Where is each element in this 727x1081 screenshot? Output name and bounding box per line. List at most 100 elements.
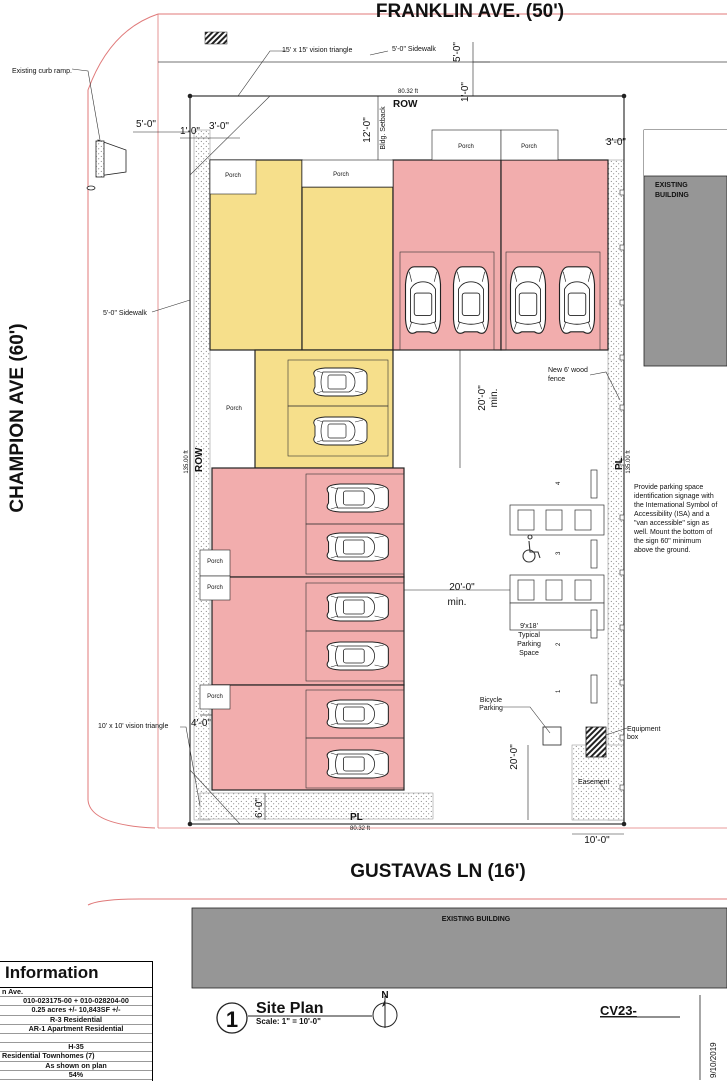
signage-note-line: above the ground. (634, 547, 690, 554)
sidewalk-southeast (571, 744, 625, 821)
typical-parking-note: 9'x18' Typical Parking Space (517, 623, 541, 657)
dimension-north-row: 1'-0" (460, 82, 471, 102)
pl-label-east: PL (614, 457, 625, 470)
car (326, 699, 389, 729)
signage-note-line: "van accessible" sign as (634, 520, 710, 527)
car (313, 367, 368, 397)
drawing-scale: Scale: 1" = 10'-0" (256, 1017, 321, 1026)
vision-triangle-north-line (189, 95, 271, 176)
signage-note: Provide parking space identification sig… (633, 484, 717, 554)
curb-ramp (86, 139, 127, 191)
street-name-west: CHAMPION AVE (60') (7, 323, 28, 512)
typical-parking-line: Parking (517, 641, 541, 648)
car (326, 592, 389, 622)
existing-building-east-label: BUILDING (655, 192, 689, 199)
signage-note-line: well. Mount the bottom of (633, 529, 712, 536)
depth-left-dimension: 135.00 ft (184, 450, 190, 474)
porch-label: Porch (226, 406, 242, 412)
min-label: min. (448, 597, 467, 608)
car (313, 416, 368, 446)
equipment-box-note: box (627, 734, 639, 741)
stall-number: 2 (556, 642, 562, 646)
signage-note-line: the sign 60" minimum (634, 538, 701, 545)
existing-building-south-label: EXISTING BUILDING (442, 916, 511, 923)
north-arrow-icon (372, 996, 398, 1028)
dimension-four-foot: 4'-0" (191, 718, 211, 729)
car (558, 266, 596, 334)
street-name-north: FRANKLIN AVE. (50') (376, 1, 564, 22)
boundary-corner-marks (187, 93, 627, 827)
south-curb-line (87, 898, 727, 906)
sidewalk-east (607, 159, 625, 821)
vision-triangle-15-note: 15' x 15' vision triangle (282, 47, 352, 54)
dimension-setback: 12'-0" (362, 117, 373, 143)
easement-note: Easement (578, 779, 610, 786)
fence-note: New 6' wood (548, 367, 588, 374)
equipment-box-note: Equipment (627, 726, 661, 733)
signage-note-line: the International Symbol of (634, 502, 717, 509)
drawing-number-circle (216, 1002, 248, 1034)
porches: Porch Porch Porch Porch Porch Porch Porc… (199, 129, 559, 710)
dimension-north-sidewalk: 5'-0" (452, 42, 463, 62)
dimension-east-setback: 3'-0" (606, 137, 626, 148)
pl-label-south: PL (350, 812, 363, 823)
crosswalk-mark (204, 31, 228, 45)
setback-label: Bldg. Setback (380, 106, 387, 150)
porch-label: Porch (333, 172, 349, 178)
min-label: min. (489, 389, 500, 408)
sidewalk-west (193, 129, 211, 821)
west-curb-line (87, 13, 159, 829)
typical-parking-line: 9'x18' (520, 623, 538, 630)
car (326, 749, 389, 779)
equipment-box (585, 726, 607, 758)
drawing-number: 1 (226, 1007, 238, 1032)
porch-label: Porch (225, 173, 241, 179)
fence-note: fence (548, 376, 565, 383)
porch-label: Porch (207, 559, 223, 565)
dimension-drive-aisle-north: 20'-0" (477, 385, 488, 411)
information-title: Information (0, 962, 152, 988)
west-sidewalk-note: 5'-0" Sidewalk (103, 310, 147, 317)
project-information-table: Information n Ave. 010-023175-00 + 010-0… (0, 961, 153, 1081)
drawing-title: Site Plan (256, 1000, 324, 1017)
car (404, 266, 442, 334)
leader-lines (71, 50, 628, 807)
signage-note-line: identification signage with (634, 493, 714, 500)
info-row (0, 1034, 152, 1044)
garage-bays (287, 251, 601, 789)
row-label-north: ROW (393, 99, 418, 110)
typical-parking-line: Space (519, 650, 539, 657)
info-row: AR-1 Apartment Residential (0, 1025, 152, 1035)
existing-building-east-notch (644, 130, 727, 176)
vision-triangle-10-note: 10' x 10' vision triangle (98, 723, 168, 730)
porch-label: Porch (207, 694, 223, 700)
row-label-west: ROW (194, 447, 205, 472)
stall-number: 3 (556, 551, 562, 555)
vision-triangle-south-line (189, 769, 241, 825)
car (326, 641, 389, 671)
info-row: 010-023175-00 + 010-028204-00 (0, 997, 152, 1007)
info-row: 54% (0, 1071, 152, 1081)
wheelchair-icon (522, 534, 541, 563)
signage-note-line: Provide parking space (634, 484, 703, 491)
yellow-units (209, 159, 394, 469)
drawing-date: 9/10/2019 (709, 1042, 718, 1078)
typical-parking-line: Typical (518, 632, 540, 639)
car (326, 532, 389, 562)
parking-lot (509, 469, 605, 704)
north-sidewalk-note: 5'-0" Sidewalk (392, 46, 436, 53)
bicycle-parking-note: Bicycle (480, 697, 502, 704)
bicycle-rack (542, 726, 562, 746)
stall-number: 1 (556, 689, 562, 693)
dimension-one-foot: 1'-0" (180, 126, 200, 137)
dimension-lines (133, 42, 624, 835)
signage-note-line: Accessibility (ISA) and a (634, 511, 710, 518)
car (509, 266, 547, 334)
car (326, 483, 389, 513)
sidewalk-south (199, 792, 434, 820)
curb-ramp-note: Existing curb ramp. (12, 68, 72, 75)
dimension-south-driveway: 20'-0" (509, 744, 520, 770)
info-row: As shown on plan (0, 1062, 152, 1071)
depth-right-dimension: 135.00 ft (626, 450, 632, 474)
car (452, 266, 490, 334)
